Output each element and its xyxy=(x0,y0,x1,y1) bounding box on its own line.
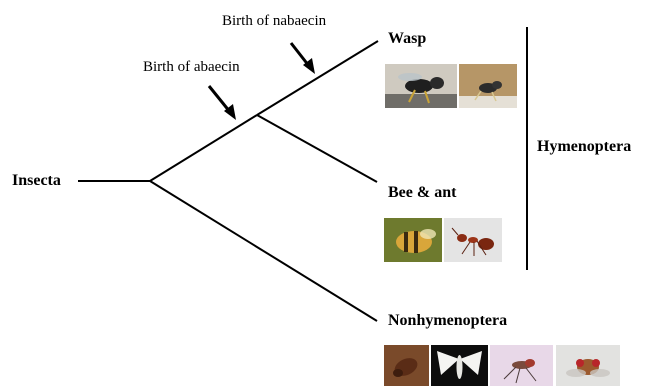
moth-photo xyxy=(431,345,488,386)
nabaecin-arrow xyxy=(291,43,315,74)
wasp-branch xyxy=(257,41,378,115)
fly-photo xyxy=(556,345,620,386)
mosquito-photo xyxy=(490,345,553,386)
bee-ant-branch xyxy=(257,115,377,182)
label-insecta: Insecta xyxy=(12,173,61,189)
label-hymenoptera: Hymenoptera xyxy=(537,139,631,155)
bee-photo xyxy=(384,218,442,262)
label-nonhymenoptera: Nonhymenoptera xyxy=(388,313,507,329)
label-bee-ant: Bee & ant xyxy=(388,185,456,201)
wasp-photo-2 xyxy=(459,64,517,108)
label-wasp: Wasp xyxy=(388,31,426,47)
ant-photo xyxy=(444,218,502,262)
hymenoptera-branch xyxy=(150,115,257,181)
abaecin-arrow xyxy=(209,86,236,120)
annotation-nabaecin: Birth of nabaecin xyxy=(222,14,326,29)
beetle-photo xyxy=(384,345,429,386)
annotation-abaecin: Birth of abaecin xyxy=(143,60,240,75)
wasp-photo-1 xyxy=(385,64,457,108)
nonhymenoptera-branch xyxy=(150,181,377,321)
